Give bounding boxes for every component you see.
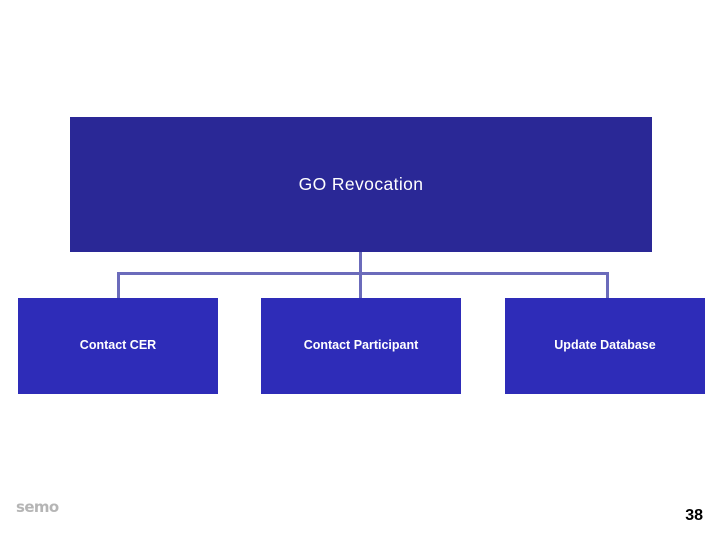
diagram-node-update-database[interactable]: Update Database: [505, 298, 705, 394]
diagram-node-contact-participant[interactable]: Contact Participant: [261, 298, 461, 394]
diagram-node-parent-label: GO Revocation: [298, 174, 424, 194]
connector-drop-right: [606, 272, 609, 299]
diagram-node-parent[interactable]: GO Revocation: [70, 117, 652, 252]
diagram-node-contact-participant-label: Contact Participant: [303, 338, 419, 353]
connector-horizontal-bar: [117, 272, 609, 275]
diagram-node-contact-cer-label: Contact CER: [79, 338, 157, 353]
connector-drop-left: [117, 272, 120, 299]
diagram-node-contact-cer[interactable]: Contact CER: [18, 298, 218, 394]
diagram-node-update-database-label: Update Database: [554, 338, 656, 353]
semo-logo: semo: [16, 500, 68, 526]
connector-parent-stem: [359, 252, 362, 274]
page-number: 38: [685, 507, 703, 524]
connector-drop-middle: [359, 272, 362, 299]
semo-logo-wordmark: semo: [16, 498, 59, 516]
